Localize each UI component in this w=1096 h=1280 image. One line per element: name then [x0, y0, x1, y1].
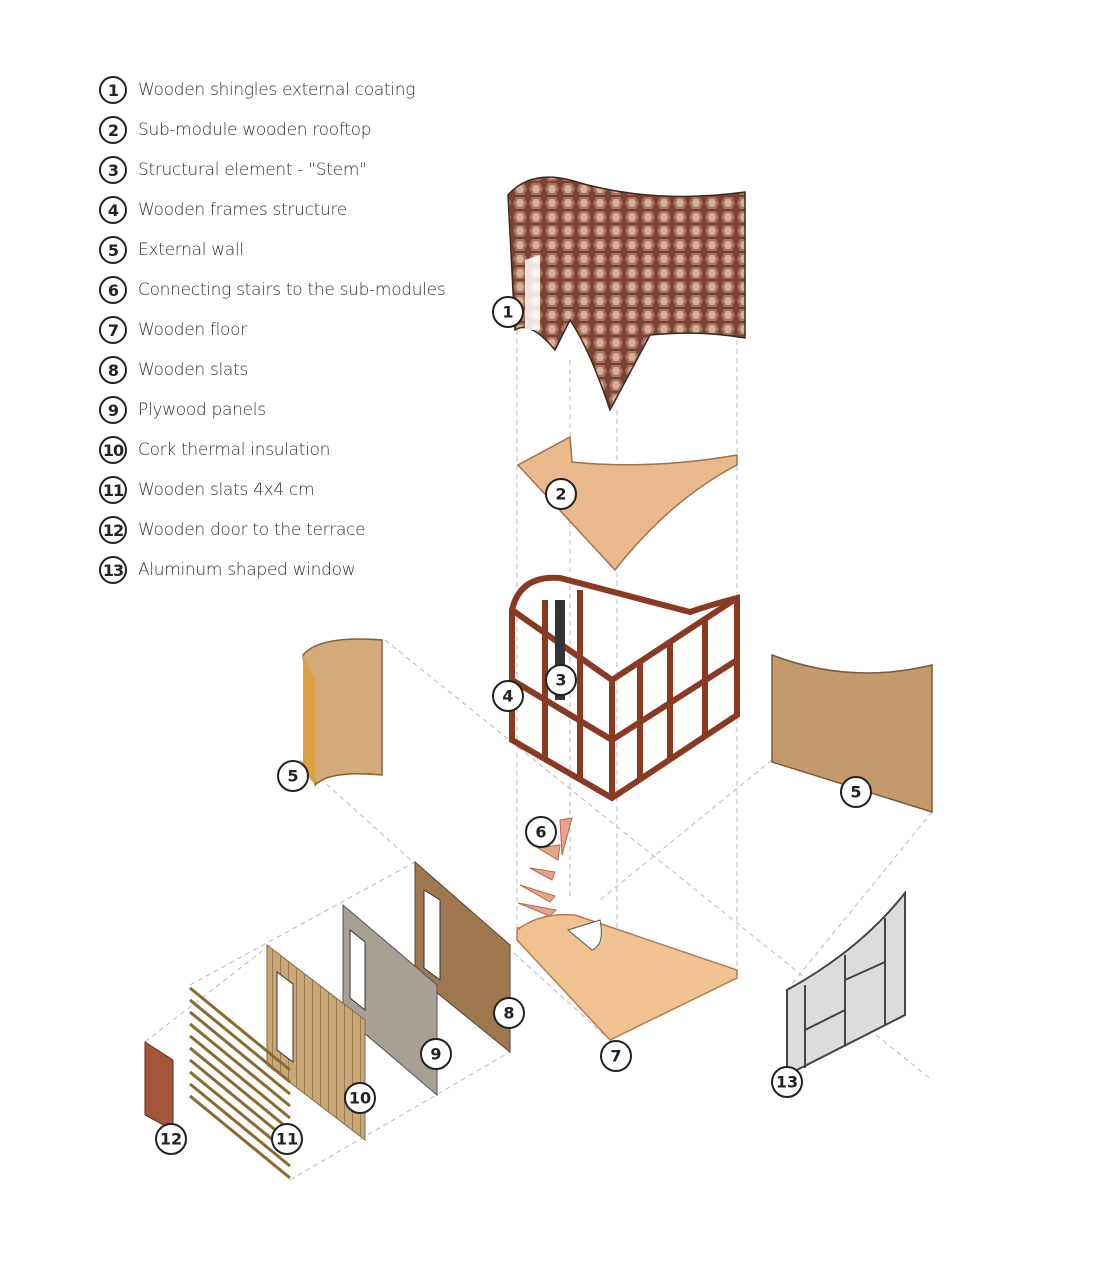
- callout-circle: [492, 296, 524, 328]
- callout-frame: 4: [492, 680, 524, 712]
- aluminum-window: [786, 890, 906, 1077]
- legend-number-badge: 12: [99, 516, 127, 544]
- legend-label: Cork thermal insulation: [138, 440, 331, 460]
- legend-item: 13 Aluminum shaped window: [99, 550, 445, 590]
- callout-circle: [525, 816, 557, 848]
- wooden-floor: [516, 913, 738, 1041]
- callout-floor: 7: [600, 1040, 632, 1072]
- callout-number: 9: [430, 1045, 441, 1064]
- external-wall-right: [771, 653, 933, 814]
- legend-number-badge: 13: [99, 556, 127, 584]
- wooden-rooftop: [516, 435, 738, 572]
- plywood-panel: [342, 903, 438, 1097]
- callout-slats: 8: [493, 997, 525, 1029]
- legend-item: 11 Wooden slats 4x4 cm: [99, 470, 445, 510]
- legend-label: External wall: [138, 240, 244, 260]
- callout-circle: [545, 664, 577, 696]
- legend-item: 7 Wooden floor: [99, 310, 445, 350]
- wooden-door: [144, 1041, 174, 1131]
- external-wall-left: [302, 638, 383, 787]
- callout-wall-left: 5: [277, 760, 309, 792]
- callout-number: 6: [535, 823, 546, 842]
- callout-stem: 3: [545, 664, 577, 696]
- callout-circle: [155, 1123, 187, 1155]
- callout-wall-right: 5: [840, 776, 872, 808]
- legend-number-badge: 9: [99, 396, 127, 424]
- callout-stairs: 6: [525, 816, 557, 848]
- callout-circle: [420, 1038, 452, 1070]
- legend-number-badge: 10: [99, 436, 127, 464]
- legend-number-badge: 8: [99, 356, 127, 384]
- legend-label: Wooden frames structure: [138, 200, 347, 220]
- wooden-frames-structure: [509, 574, 740, 802]
- legend-item: 9 Plywood panels: [99, 390, 445, 430]
- legend-number-badge: 7: [99, 316, 127, 344]
- callout-door: 12: [155, 1123, 187, 1155]
- cork-insulation-panel: [266, 943, 366, 1142]
- legend-number-badge: 2: [99, 116, 127, 144]
- legend-item: 2 Sub-module wooden rooftop: [99, 110, 445, 150]
- callout-cork: 10: [344, 1082, 376, 1114]
- wooden-slats-panel: [414, 860, 511, 1054]
- callout-circle: [271, 1123, 303, 1155]
- wooden-shingles: [507, 176, 746, 412]
- legend-number-badge: 1: [99, 76, 127, 104]
- legend-label: Sub-module wooden rooftop: [138, 120, 372, 140]
- callout-number: 3: [555, 671, 566, 690]
- legend-label: Structural element - "Stem": [138, 160, 367, 180]
- callout-circle: [840, 776, 872, 808]
- callout-number: 12: [160, 1130, 182, 1149]
- callout-number: 5: [287, 767, 298, 786]
- legend-label: Wooden door to the terrace: [138, 520, 366, 540]
- callout-number: 10: [349, 1089, 371, 1108]
- legend-item: 3 Structural element - "Stem": [99, 150, 445, 190]
- callout-number: 5: [850, 783, 861, 802]
- callout-number: 8: [503, 1004, 514, 1023]
- legend-number-badge: 11: [99, 476, 127, 504]
- legend-item: 5 External wall: [99, 230, 445, 270]
- callout-number: 13: [776, 1073, 798, 1092]
- callout-number: 4: [502, 687, 513, 706]
- legend-number-badge: 6: [99, 276, 127, 304]
- callout-circle: [771, 1066, 803, 1098]
- legend-item: 6 Connecting stairs to the sub-modules: [99, 270, 446, 310]
- callout-circle: [493, 997, 525, 1029]
- callout-plywood: 9: [420, 1038, 452, 1070]
- legend-label: Wooden floor: [138, 320, 247, 340]
- legend-item: 1 Wooden shingles external coating: [99, 70, 445, 110]
- wooden-slats-4x4: [189, 986, 291, 1180]
- legend-item: 4 Wooden frames structure: [99, 190, 445, 230]
- callout-number: 7: [610, 1047, 621, 1066]
- callout-window: 13: [771, 1066, 803, 1098]
- legend-label: Wooden shingles external coating: [138, 80, 416, 100]
- legend-item: 12 Wooden door to the terrace: [99, 510, 445, 550]
- legend-label: Aluminum shaped window: [138, 560, 356, 580]
- callout-circle: [545, 478, 577, 510]
- callout-circle: [344, 1082, 376, 1114]
- callout-circle: [492, 680, 524, 712]
- legend-label: Connecting stairs to the sub-modules: [138, 280, 446, 300]
- callout-number: 11: [276, 1130, 298, 1149]
- legend: 1 Wooden shingles external coating 2 Sub-mo…: [99, 70, 446, 590]
- legend-item: 8 Wooden slats: [99, 350, 445, 390]
- legend-label: Wooden slats: [138, 360, 248, 380]
- legend-label: Wooden slats 4x4 cm: [138, 480, 315, 500]
- callout-slats4x4: 11: [271, 1123, 303, 1155]
- legend-number-badge: 3: [99, 156, 127, 184]
- callout-number: 2: [555, 485, 566, 504]
- callout-circle: [600, 1040, 632, 1072]
- callout-shingles: 1: [492, 296, 524, 328]
- callout-roof: 2: [545, 478, 577, 510]
- legend-number-badge: 5: [99, 236, 127, 264]
- legend-item: 10 Cork thermal insulation: [99, 430, 445, 470]
- legend-label: Plywood panels: [138, 400, 266, 420]
- callout-number: 1: [502, 303, 513, 322]
- callout-circle: [277, 760, 309, 792]
- legend-number-badge: 4: [99, 196, 127, 224]
